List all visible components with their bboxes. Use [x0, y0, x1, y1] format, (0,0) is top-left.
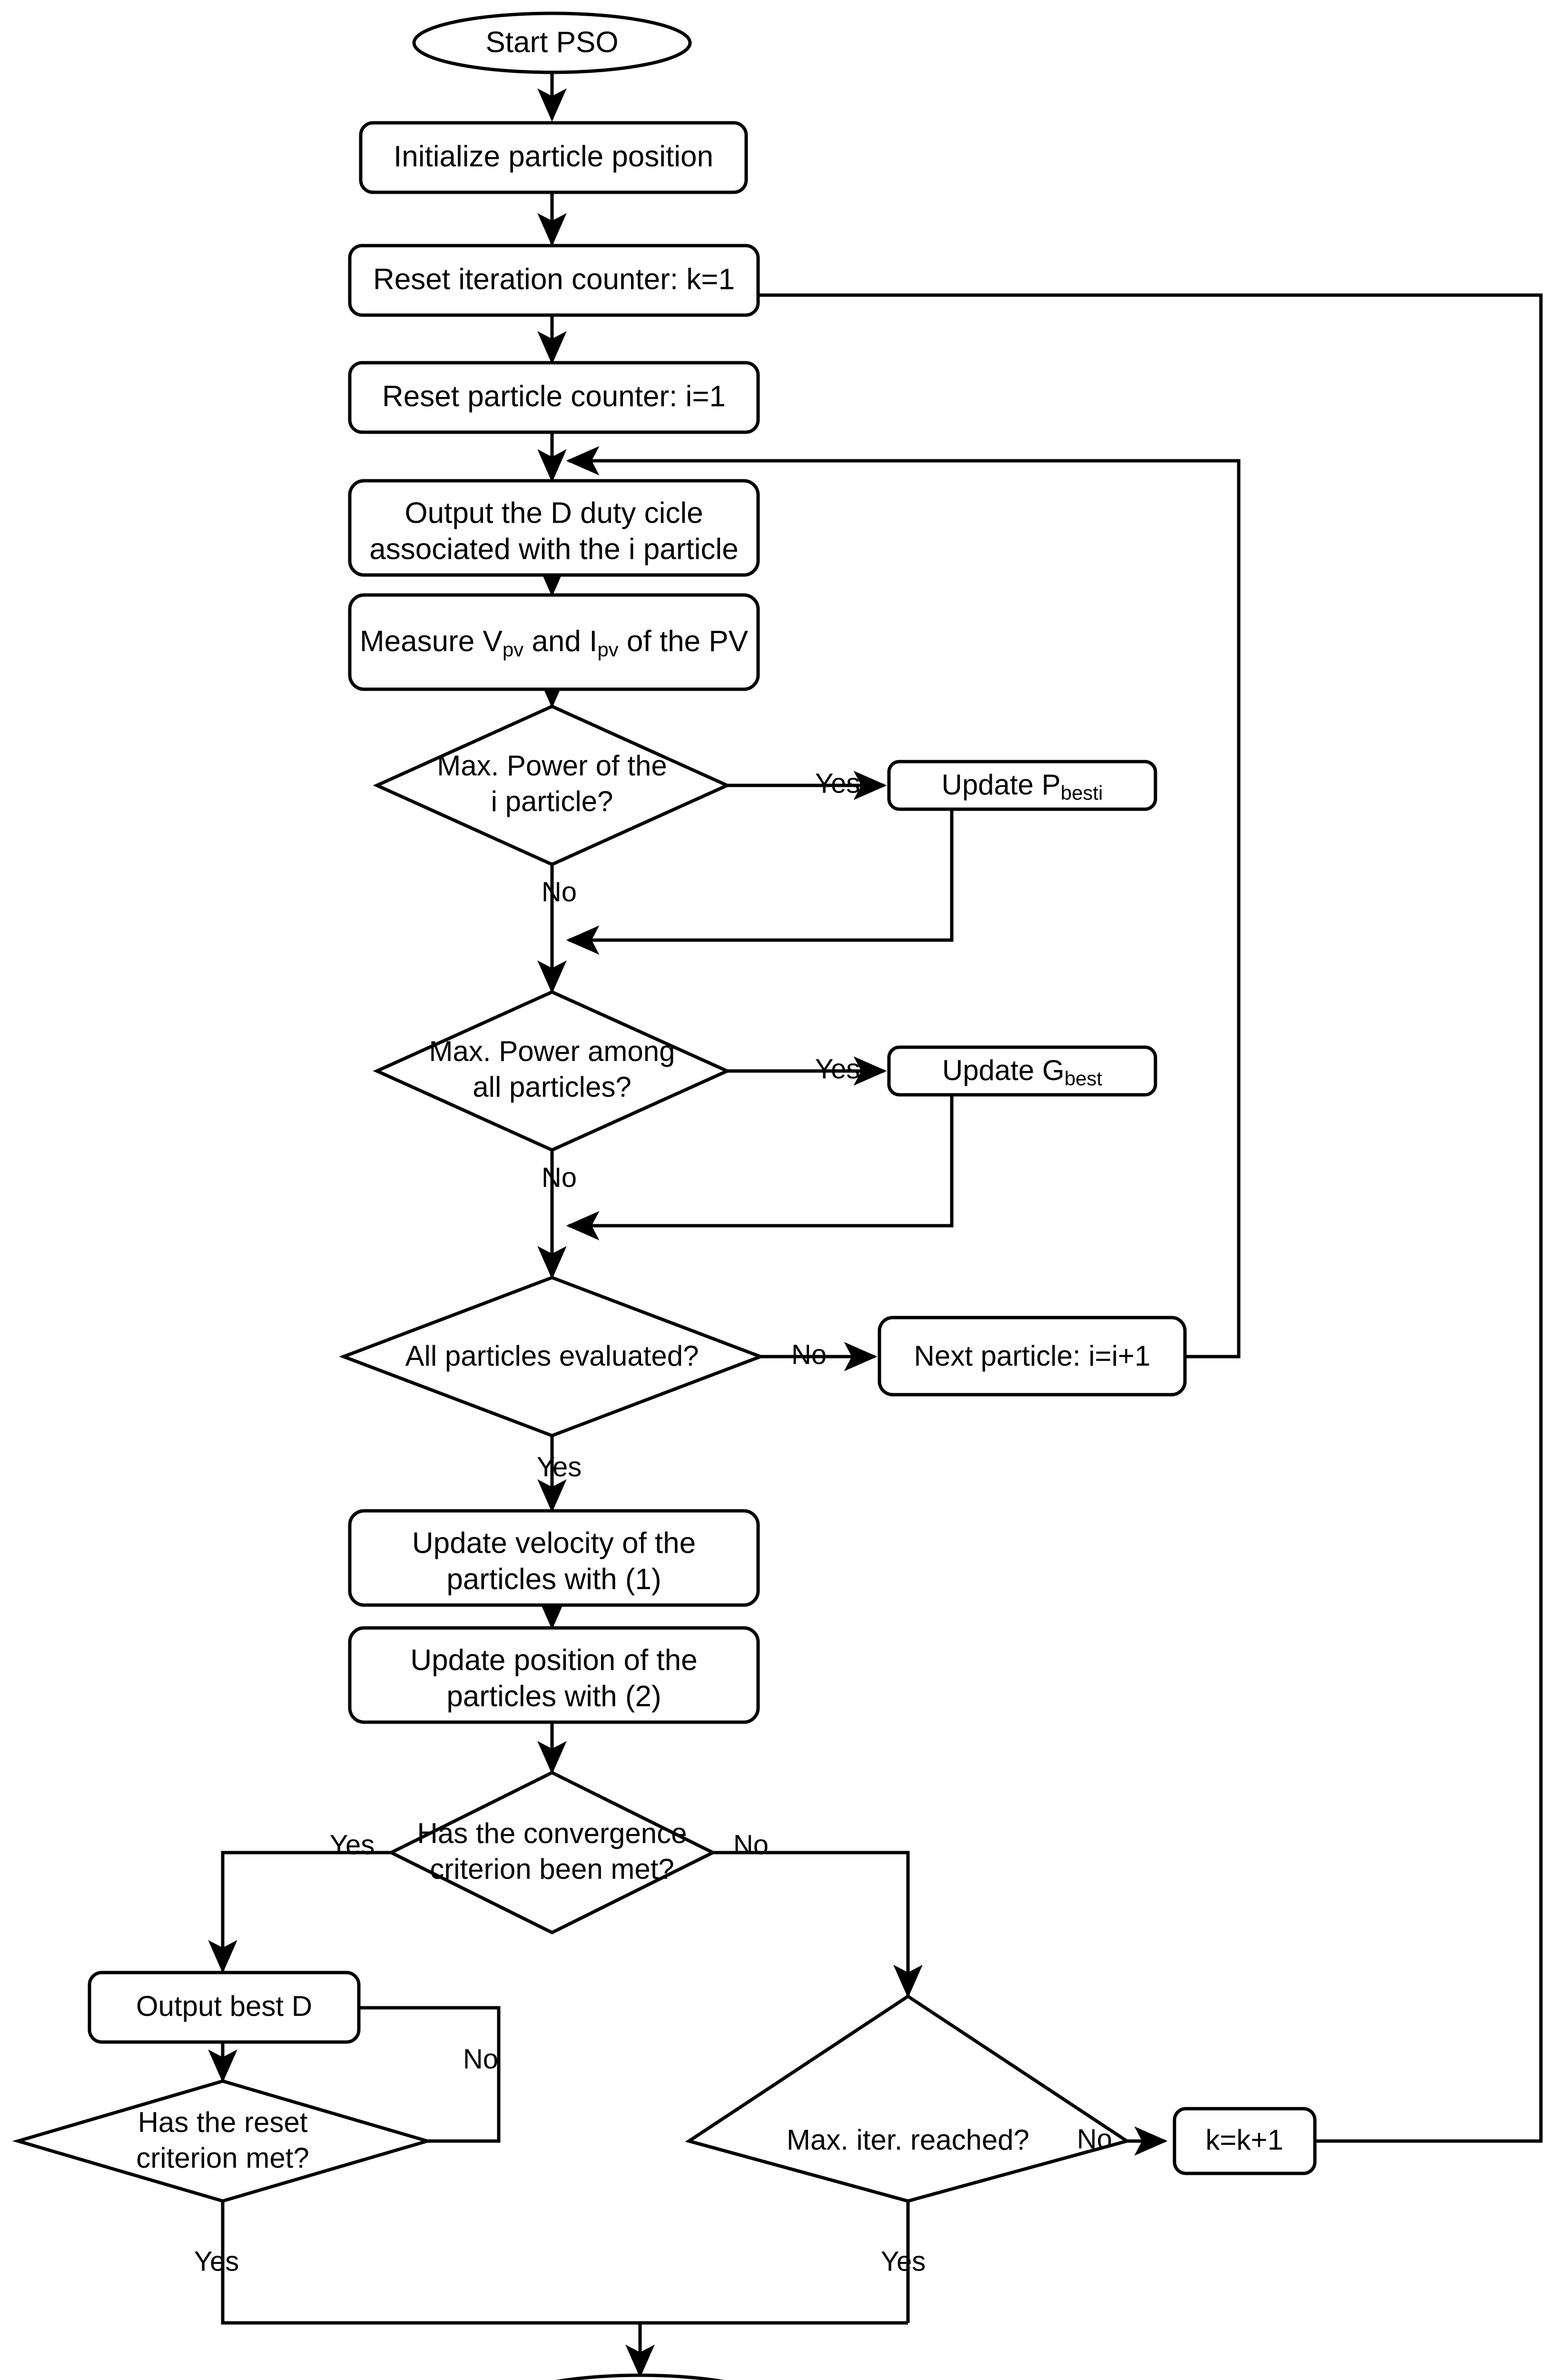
node-start-label: Start PSO	[485, 26, 618, 59]
node-decision-max-power-i[interactable]: Max. Power of the i particle?	[373, 704, 731, 866]
node-decision-max-power-all[interactable]: Max. Power among all particles?	[373, 990, 731, 1152]
node-output-duty-cycle-line1: Output the D duty cicle	[405, 496, 703, 529]
node-start[interactable]: Start PSO	[412, 11, 692, 74]
edge-label-convergence-yes: Yes	[330, 1829, 375, 1860]
node-output-best-d-label: Output best D	[136, 1990, 312, 2022]
node-update-pbest-label: Update Pbesti	[942, 769, 1103, 804]
edge-label-all-evaluated-no: No	[791, 1339, 827, 1370]
edge-convergence-yes	[208, 1851, 394, 1973]
node-k-increment-label: k=k+1	[1205, 2124, 1283, 2156]
node-output-best-d[interactable]: Output best D	[88, 1971, 361, 2044]
node-reset-particle-counter-label: Reset particle counter: i=1	[382, 380, 726, 413]
edge-label-max-power-all-yes: Yes	[815, 1053, 860, 1084]
edge-gbest-return	[566, 1093, 954, 1240]
pbest-sub: besti	[1061, 782, 1103, 804]
node-update-velocity-line1: Update velocity of the	[412, 1527, 696, 1559]
node-decision-all-evaluated-label: All particles evaluated?	[405, 1340, 699, 1372]
edge-label-all-evaluated-yes: Yes	[537, 1451, 582, 1482]
node-decision-max-power-all-line2: all particles?	[473, 1071, 631, 1103]
node-decision-convergence[interactable]: Has the convergence criterion been met?	[387, 1771, 717, 1934]
edge-pbest-return	[566, 808, 954, 955]
node-update-position-line1: Update position of the	[410, 1644, 697, 1676]
node-decision-reset-criterion-line1: Has the reset	[138, 2106, 308, 2138]
edge-convergence-no	[710, 1851, 923, 1998]
node-decision-max-power-i-line2: i particle?	[491, 785, 613, 817]
measure-post: of the PV	[619, 625, 749, 658]
node-decision-all-evaluated[interactable]: All particles evaluated?	[339, 1276, 765, 1438]
measure-sub2: pv	[597, 638, 618, 661]
edge-label-max-power-all-no: No	[542, 1162, 577, 1193]
node-next-particle[interactable]: Next particle: i=i+1	[878, 1316, 1187, 1397]
node-decision-max-iter-label: Max. iter. reached?	[787, 2124, 1029, 2156]
node-init[interactable]: Initialize particle position	[359, 121, 748, 194]
node-next-particle-label: Next particle: i=i+1	[914, 1340, 1151, 1372]
edge-label-max-power-i-no: No	[542, 876, 577, 907]
node-update-velocity-line2: particles with (1)	[446, 1563, 661, 1596]
node-reset-iteration-counter[interactable]: Reset iteration counter: k=1	[348, 244, 760, 317]
edge-label-reset-criterion-yes: Yes	[194, 2246, 239, 2277]
edge-reset-criterion-yes	[221, 2202, 908, 2325]
node-decision-reset-criterion-line2: criterion met?	[136, 2142, 309, 2174]
node-decision-max-iter[interactable]: Max. iter. reached?	[685, 1994, 1131, 2203]
node-update-velocity[interactable]: Update velocity of the particles with (1…	[348, 1509, 760, 1607]
edge-label-max-iter-yes: Yes	[881, 2246, 926, 2277]
node-reset-particle-counter[interactable]: Reset particle counter: i=1	[348, 361, 760, 434]
edge-reset-criterion-no	[272, 1993, 501, 2143]
edge-next-particle-loopback	[566, 446, 1241, 1359]
node-k-increment[interactable]: k=k+1	[1173, 2107, 1317, 2175]
node-update-gbest[interactable]: Update Gbest	[887, 1045, 1157, 1097]
edge-label-reset-criterion-no: No	[463, 2043, 498, 2074]
node-update-gbest-label: Update Gbest	[942, 1054, 1103, 1090]
edge-label-max-iter-no: No	[1077, 2123, 1112, 2154]
node-init-label: Initialize particle position	[394, 140, 713, 173]
measure-sub1: pv	[503, 638, 523, 661]
edge-k-increment-loopback	[566, 280, 1543, 2143]
node-update-position[interactable]: Update position of the particles with (2…	[348, 1626, 760, 1724]
gbest-sub: best	[1065, 1067, 1103, 1090]
node-restart[interactable]: Restart	[501, 2373, 779, 2380]
pbest-pre: Update P	[942, 769, 1061, 801]
node-decision-convergence-line2: criterion been met?	[430, 1853, 674, 1885]
node-output-duty-cycle[interactable]: Output the D duty cicle associated with …	[348, 479, 760, 577]
node-decision-max-power-all-line1: Max. Power among	[429, 1035, 675, 1067]
node-measure-pv[interactable]: Measure Vpv and Ipv of the PV	[348, 593, 760, 691]
node-update-position-line2: particles with (2)	[446, 1680, 661, 1713]
node-output-duty-cycle-line2: associated with the i particle	[369, 533, 738, 565]
gbest-pre: Update G	[942, 1054, 1065, 1086]
edge-label-convergence-no: No	[733, 1829, 769, 1860]
node-decision-reset-criterion[interactable]: Has the reset criterion met?	[12, 2079, 434, 2203]
node-measure-pv-label: Measure Vpv and Ipv of the PV	[360, 625, 749, 661]
measure-mid: and I	[523, 625, 597, 658]
node-update-pbest[interactable]: Update Pbesti	[887, 760, 1157, 811]
node-decision-max-power-i-line1: Max. Power of the	[437, 750, 667, 782]
edge-label-max-power-i-yes: Yes	[815, 768, 860, 799]
node-decision-convergence-line1: Has the convergence	[417, 1817, 687, 1849]
node-reset-iteration-counter-label: Reset iteration counter: k=1	[373, 263, 735, 296]
measure-pre: Measure V	[360, 625, 503, 658]
